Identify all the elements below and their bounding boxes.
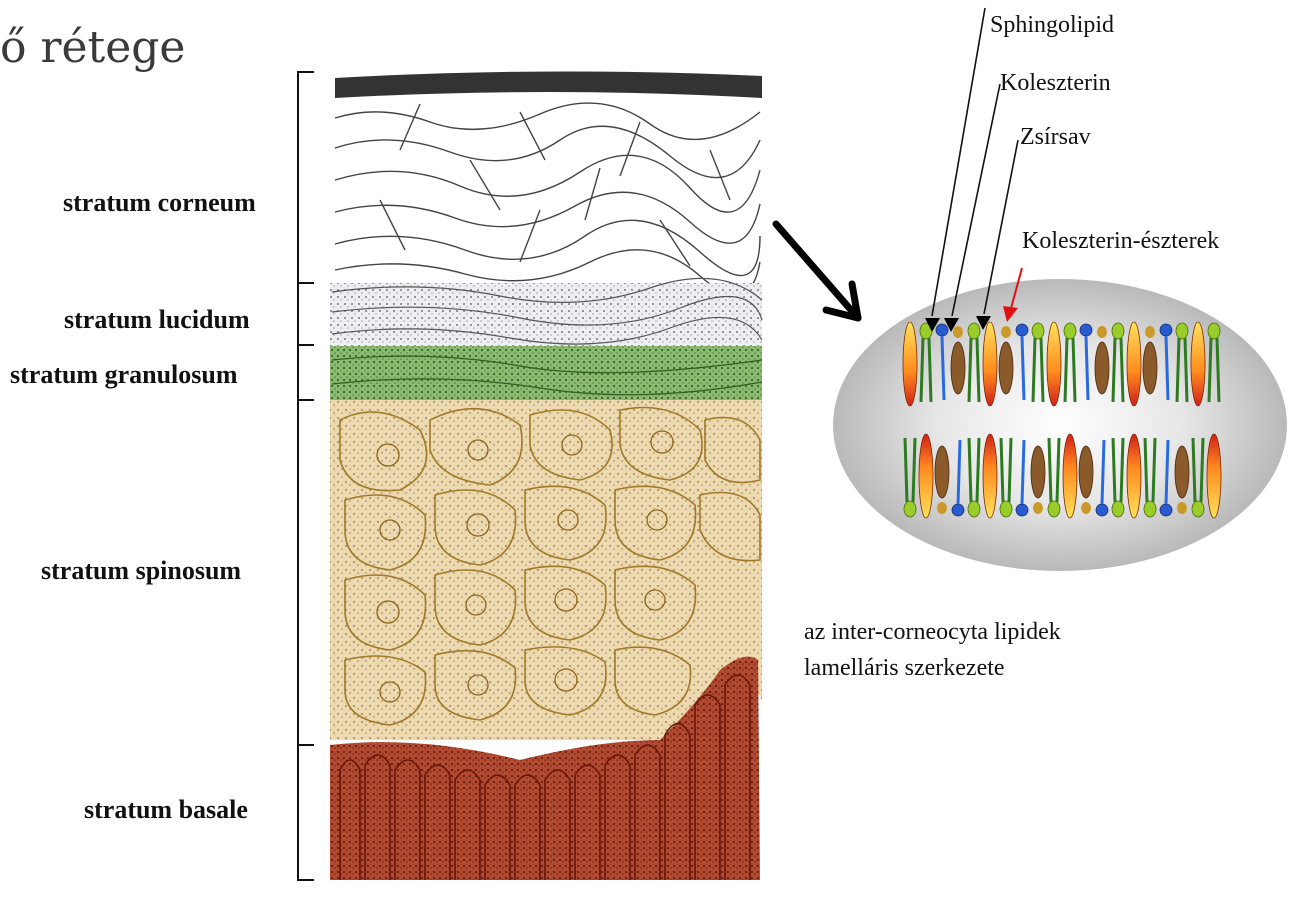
- lipid-molecule: [1063, 434, 1077, 518]
- layer-brackets: [298, 72, 314, 880]
- lipid-molecule: [983, 434, 997, 518]
- lipid-molecule: [1127, 322, 1141, 406]
- layer-corneum: [330, 72, 762, 284]
- lipid-oval: [833, 279, 1287, 571]
- pointer-arrow: [776, 224, 858, 318]
- lipid-molecule: [903, 322, 917, 406]
- lipid-molecule: [1207, 434, 1221, 518]
- lipid-molecule: [1047, 322, 1061, 406]
- lipid-molecule: [983, 322, 997, 406]
- skin-column: [330, 71, 762, 880]
- lipid-molecule: [1127, 434, 1141, 518]
- lipid-molecule: [1191, 322, 1205, 406]
- label-leaders: [932, 8, 1018, 316]
- lipid-molecule: [919, 434, 933, 518]
